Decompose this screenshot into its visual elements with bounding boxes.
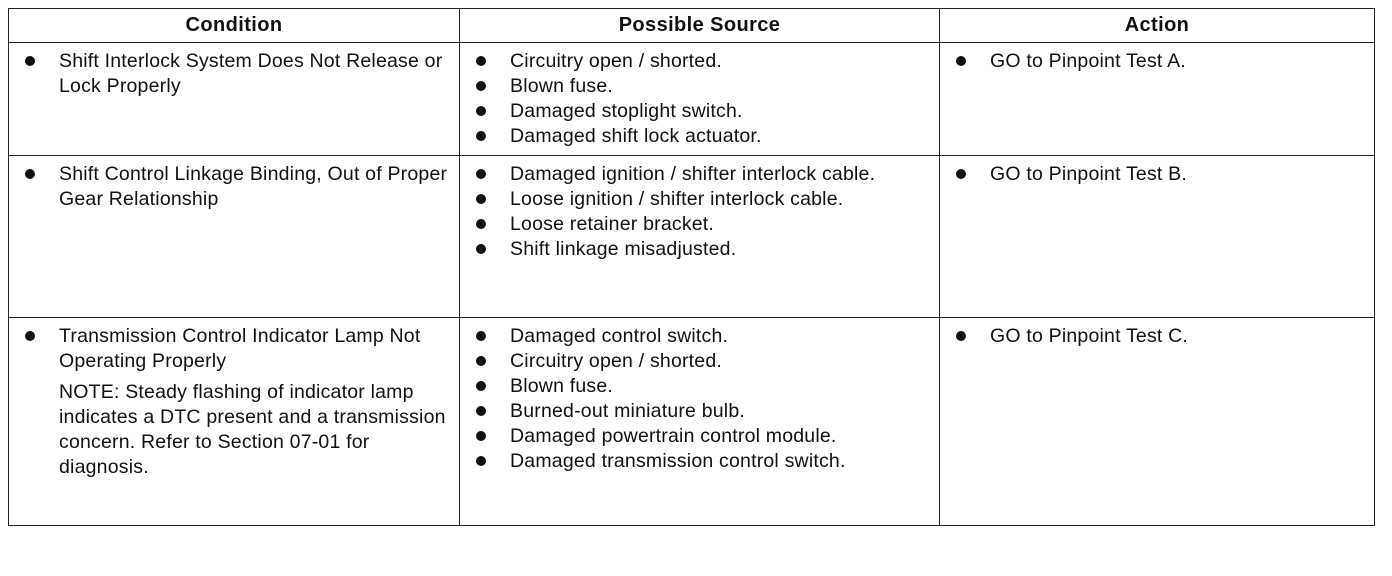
action-cell: GO to Pinpoint Test C. — [939, 317, 1375, 526]
bullet-icon — [476, 381, 486, 391]
source-cell: Circuitry open / shorted. Blown fuse. Da… — [459, 42, 940, 156]
bullet-icon — [476, 356, 486, 366]
condition-cell: Transmission Control Indicator Lamp Not … — [8, 317, 460, 526]
list-item: GO to Pinpoint Test B. — [948, 162, 1364, 187]
list-item: Loose retainer bracket. — [468, 212, 929, 237]
source-list: Damaged control switch. Circuitry open /… — [468, 324, 929, 474]
source-cell: Damaged ignition / shifter interlock cab… — [459, 155, 940, 318]
bullet-icon — [476, 406, 486, 416]
header-condition: Condition — [8, 8, 460, 43]
list-item: Damaged transmission control switch. — [468, 449, 929, 474]
list-item: Blown fuse. — [468, 374, 929, 399]
list-item: Damaged control switch. — [468, 324, 929, 349]
list-item: Damaged ignition / shifter interlock cab… — [468, 162, 929, 187]
action-cell: GO to Pinpoint Test B. — [939, 155, 1375, 318]
source-text: Damaged powertrain control module. — [510, 425, 837, 447]
condition-cell: Shift Control Linkage Binding, Out of Pr… — [8, 155, 460, 318]
table-row: Shift Control Linkage Binding, Out of Pr… — [8, 155, 1375, 318]
table-row: Shift Interlock System Does Not Release … — [8, 42, 1375, 156]
bullet-icon — [476, 131, 486, 141]
list-item: Burned-out miniature bulb. — [468, 399, 929, 424]
list-item: Shift Control Linkage Binding, Out of Pr… — [17, 162, 449, 212]
bullet-icon — [956, 56, 966, 66]
list-item: Damaged stoplight switch. — [468, 99, 929, 124]
bullet-icon — [956, 331, 966, 341]
list-item: GO to Pinpoint Test A. — [948, 49, 1364, 74]
header-possible-source: Possible Source — [459, 8, 940, 43]
bullet-icon — [25, 169, 35, 179]
condition-list: Transmission Control Indicator Lamp Not … — [17, 324, 449, 374]
action-text: GO to Pinpoint Test A. — [990, 50, 1186, 72]
bullet-icon — [476, 219, 486, 229]
source-text: Loose retainer bracket. — [510, 213, 715, 235]
bullet-icon — [476, 56, 486, 66]
action-list: GO to Pinpoint Test C. — [948, 324, 1364, 349]
list-item: GO to Pinpoint Test C. — [948, 324, 1364, 349]
condition-cell: Shift Interlock System Does Not Release … — [8, 42, 460, 156]
bullet-icon — [476, 431, 486, 441]
source-cell: Damaged control switch. Circuitry open /… — [459, 317, 940, 526]
action-text: GO to Pinpoint Test B. — [990, 163, 1187, 185]
condition-list: Shift Interlock System Does Not Release … — [17, 49, 449, 99]
action-text: GO to Pinpoint Test C. — [990, 325, 1189, 347]
source-text: Loose ignition / shifter interlock cable… — [510, 188, 844, 210]
bullet-icon — [476, 106, 486, 116]
condition-note: NOTE: Steady flashing of indicator lamp … — [59, 381, 446, 478]
bullet-icon — [476, 169, 486, 179]
bullet-icon — [956, 169, 966, 179]
list-item: Circuitry open / shorted. — [468, 349, 929, 374]
list-item: Transmission Control Indicator Lamp Not … — [17, 324, 449, 374]
source-text: Shift linkage misadjusted. — [510, 238, 737, 260]
list-item: Damaged shift lock actuator. — [468, 124, 929, 149]
source-text: Circuitry open / shorted. — [510, 50, 723, 72]
bullet-icon — [476, 194, 486, 204]
condition-text: Shift Control Linkage Binding, Out of Pr… — [59, 163, 448, 210]
bullet-icon — [476, 456, 486, 466]
source-text: Damaged transmission control switch. — [510, 450, 846, 472]
condition-text: Transmission Control Indicator Lamp Not … — [59, 325, 421, 372]
source-text: Circuitry open / shorted. — [510, 350, 723, 372]
source-list: Damaged ignition / shifter interlock cab… — [468, 162, 929, 262]
table-row: Transmission Control Indicator Lamp Not … — [8, 317, 1375, 526]
source-text: Burned-out miniature bulb. — [510, 400, 746, 422]
list-item: Shift linkage misadjusted. — [468, 237, 929, 262]
source-text: Damaged shift lock actuator. — [510, 125, 762, 147]
condition-text: Shift Interlock System Does Not Release … — [59, 50, 443, 97]
source-text: Damaged control switch. — [510, 325, 729, 347]
action-list: GO to Pinpoint Test B. — [948, 162, 1364, 187]
action-cell: GO to Pinpoint Test A. — [939, 42, 1375, 156]
bullet-icon — [25, 331, 35, 341]
condition-list: Shift Control Linkage Binding, Out of Pr… — [17, 162, 449, 212]
source-text: Blown fuse. — [510, 75, 614, 97]
source-text: Damaged stoplight switch. — [510, 100, 743, 122]
action-list: GO to Pinpoint Test A. — [948, 49, 1364, 74]
diagnosis-table: Condition Possible Source Action Shift I… — [8, 8, 1375, 526]
bullet-icon — [476, 331, 486, 341]
list-item: Circuitry open / shorted. — [468, 49, 929, 74]
list-item: Shift Interlock System Does Not Release … — [17, 49, 449, 99]
bullet-icon — [476, 244, 486, 254]
bullet-icon — [25, 56, 35, 66]
source-text: Blown fuse. — [510, 375, 614, 397]
header-action: Action — [939, 8, 1375, 43]
source-list: Circuitry open / shorted. Blown fuse. Da… — [468, 49, 929, 149]
bullet-icon — [476, 81, 486, 91]
header-row: Condition Possible Source Action — [8, 8, 1375, 43]
list-item: Blown fuse. — [468, 74, 929, 99]
list-item: Damaged powertrain control module. — [468, 424, 929, 449]
source-text: Damaged ignition / shifter interlock cab… — [510, 163, 876, 185]
list-item: Loose ignition / shifter interlock cable… — [468, 187, 929, 212]
